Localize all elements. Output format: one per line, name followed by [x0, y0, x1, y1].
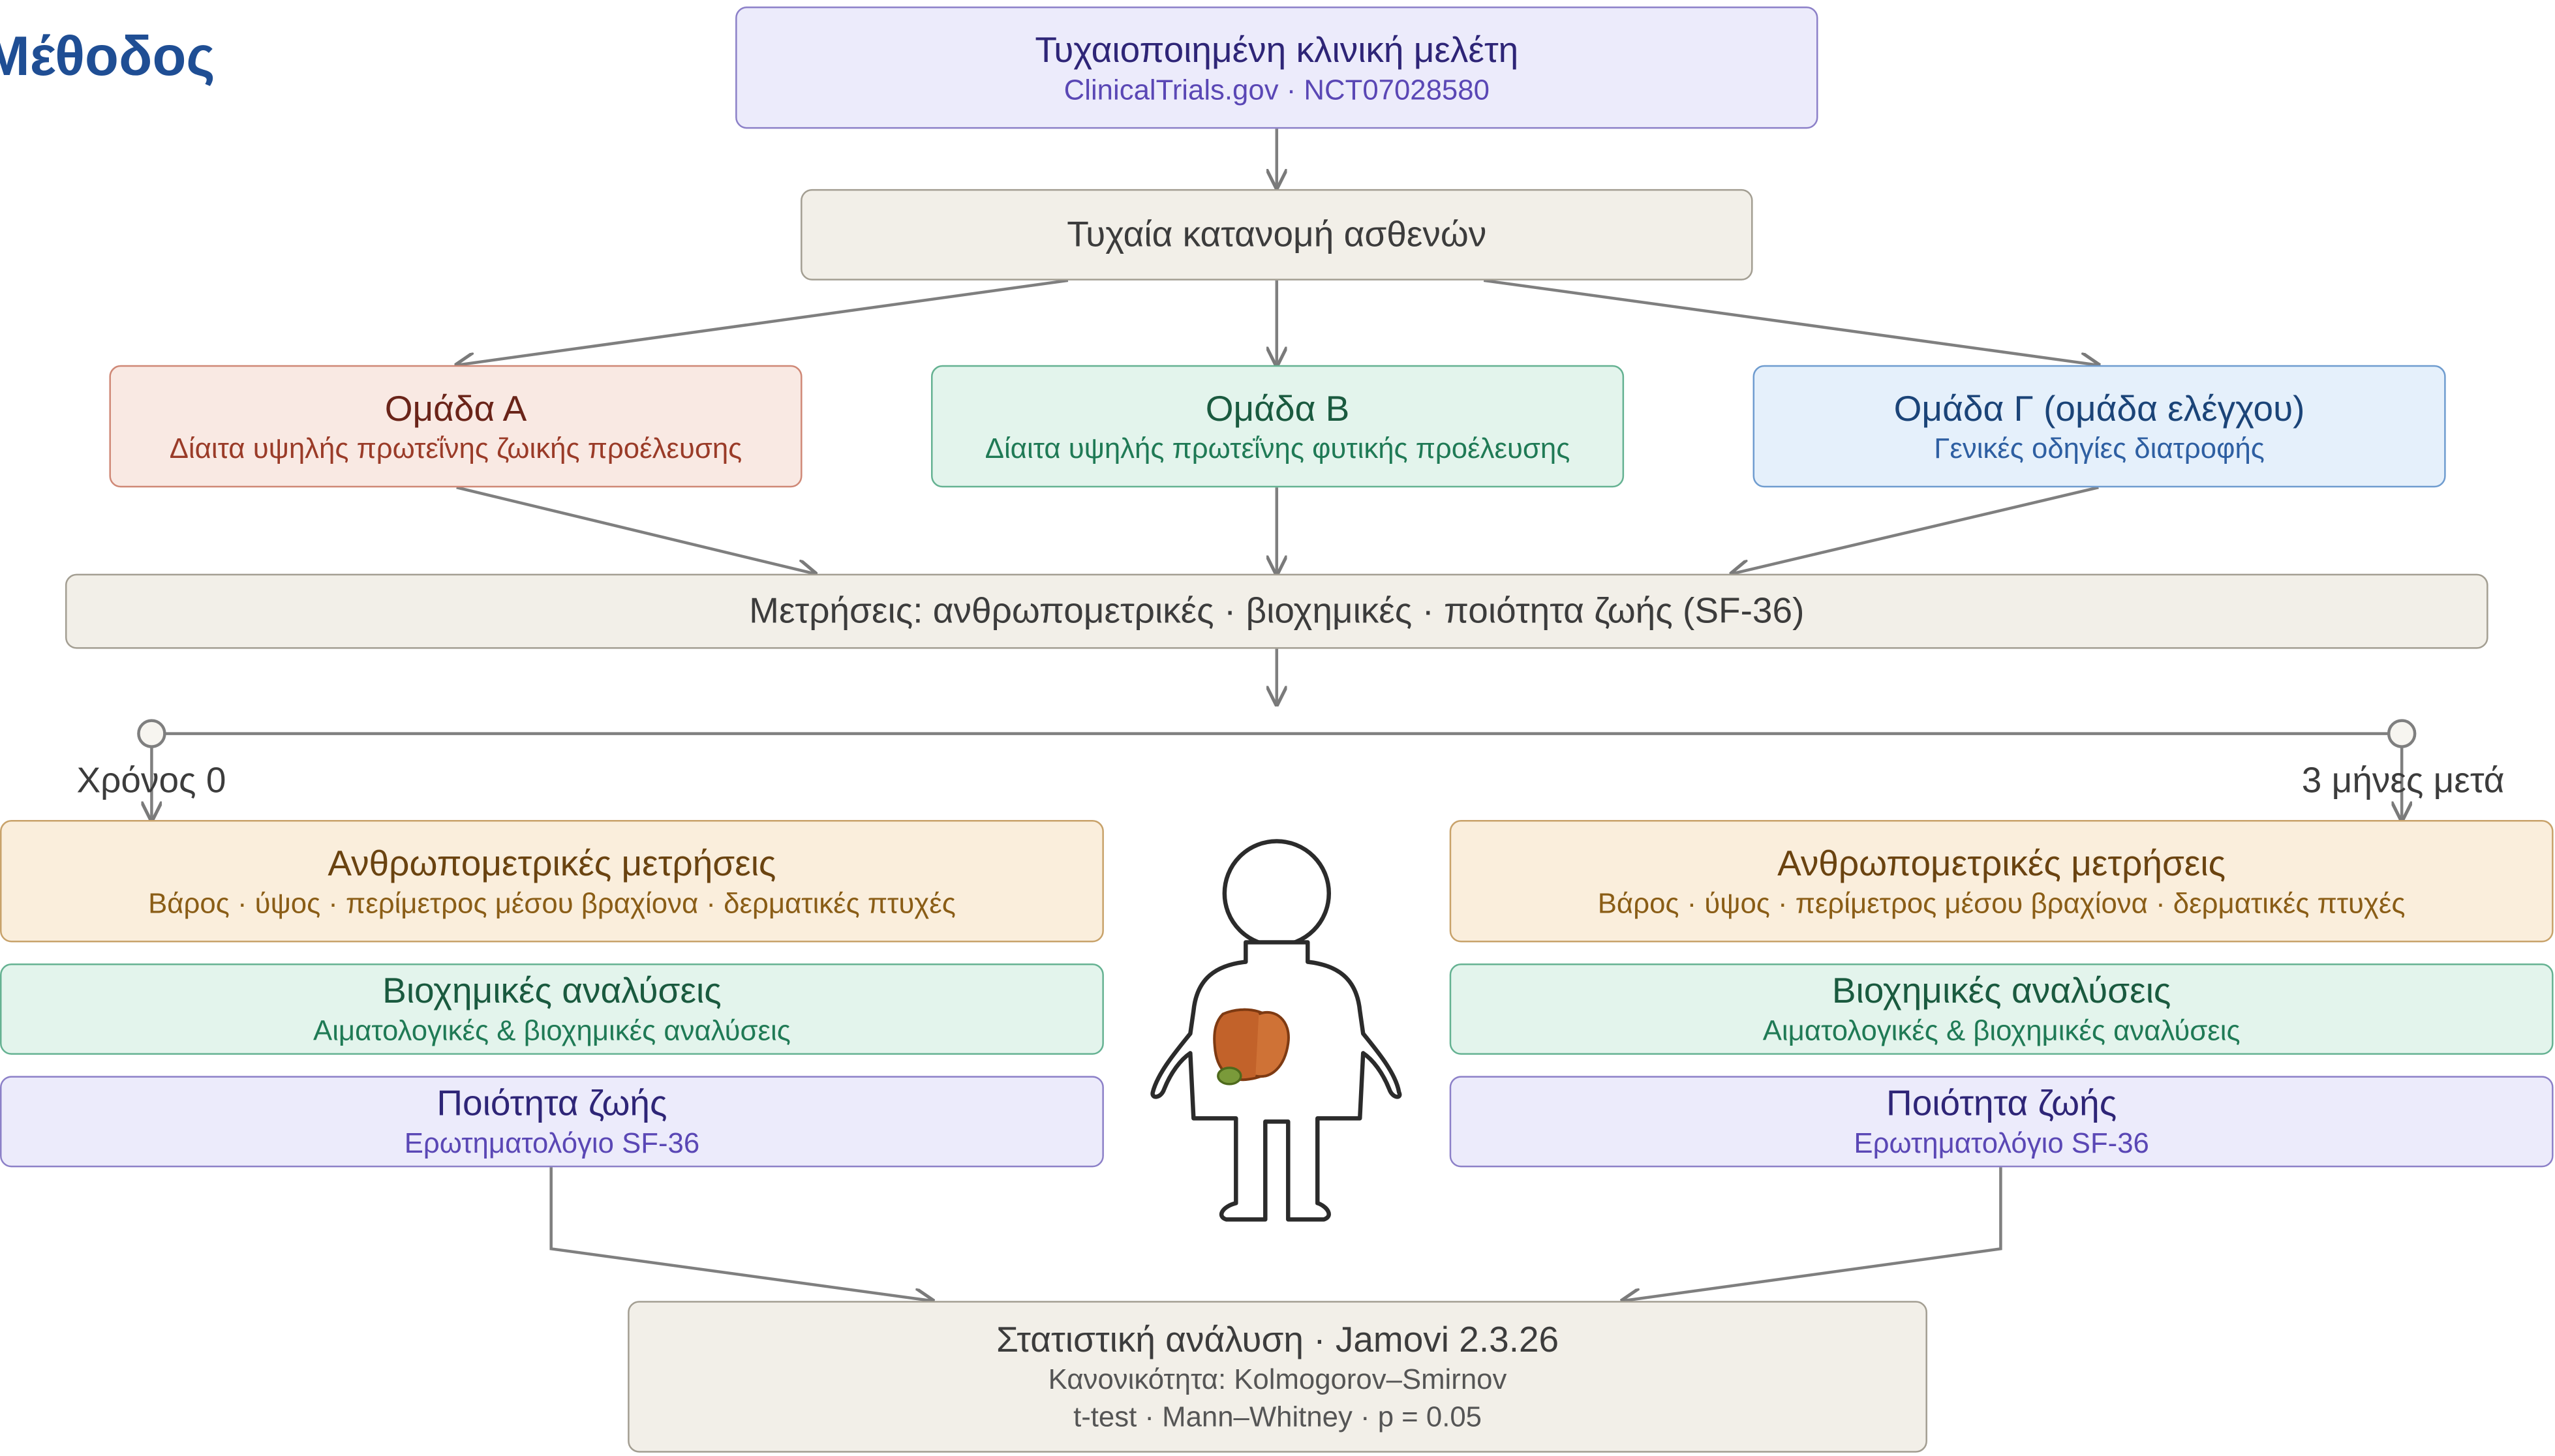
arrow-group-a-to-measurements: [456, 486, 816, 573]
followup-biochemical-details: Αιματολογικές & βιοχημικές αναλύσεις: [1762, 1014, 2241, 1047]
timeline-start-label: Χρόνος 0: [76, 759, 226, 801]
followup-biochemical-title: Βιοχημικές αναλύσεις: [1831, 969, 2171, 1011]
measurements-label: Μετρήσεις: ανθρωπομετρικές · βιοχημικές …: [749, 590, 1805, 631]
measurements-box: Μετρήσεις: ανθρωπομετρικές · βιοχημικές …: [65, 573, 2488, 649]
baseline-anthropometric-box: Ανθρωπομετρικές μετρήσεις Βάρος · ύψος ·…: [0, 820, 1104, 943]
figure-head: [1222, 839, 1332, 948]
arrow-baseline-to-statistics: [549, 1167, 933, 1301]
followup-qol-details: Ερωτηματολόγιο SF-36: [1854, 1126, 2149, 1159]
liver-icon: [1213, 1008, 1290, 1085]
followup-anthropometric-title: Ανθρωπομετρικές μετρήσεις: [1777, 842, 2226, 883]
arrow-randomization-to-group-c: [1483, 279, 2098, 365]
followup-anthropometric-details: Βάρος · ύψος · περίμετρος μέσου βραχίονα…: [1597, 886, 2406, 919]
baseline-biochemical-title: Βιοχημικές αναλύσεις: [382, 969, 722, 1011]
statistics-normality: Κανονικότητα: Kolmogorov–Smirnov: [1048, 1361, 1507, 1395]
followup-qol-title: Ποιότητα ζωής: [1886, 1082, 2117, 1123]
group-b-diet: Δίαιτα υψηλής πρωτεΐνης φυτικής προέλευσ…: [985, 431, 1570, 464]
patient-liver-illustration: [1150, 839, 1402, 1222]
group-a-diet: Δίαιτα υψηλής πρωτεΐνης ζωικής προέλευση…: [169, 431, 742, 464]
group-b-box: Ομάδα Β Δίαιτα υψηλής πρωτεΐνης φυτικής …: [930, 365, 1625, 488]
group-c-box: Ομάδα Γ (ομάδα ελέγχου) Γενικές οδηγίες …: [1752, 365, 2446, 488]
baseline-biochemical-details: Αιματολογικές & βιοχημικές αναλύσεις: [313, 1014, 791, 1047]
timeline-end-label: 3 μήνες μετά: [2301, 759, 2505, 801]
statistics-box: Στατιστική ανάλυση · Jamovi 2.3.26 Κανον…: [628, 1301, 1927, 1453]
timeline-end-marker: [2387, 719, 2417, 748]
baseline-biochemical-box: Βιοχημικές αναλύσεις Αιματολογικές & βιο…: [0, 963, 1104, 1055]
page-heading: Μέθοδος: [0, 25, 215, 88]
arrow-followup-to-statistics: [1623, 1167, 2002, 1301]
baseline-qol-details: Ερωτηματολόγιο SF-36: [404, 1126, 700, 1159]
randomization-label: Τυχαία κατανομή ασθενών: [1067, 213, 1487, 254]
figure-body: [1150, 940, 1402, 1222]
trial-registry: ClinicalTrials.gov · NCT07028580: [1063, 72, 1490, 106]
trial-box: Τυχαιοποιημένη κλινική μελέτη ClinicalTr…: [735, 6, 1818, 129]
baseline-qol-box: Ποιότητα ζωής Ερωτηματολόγιο SF-36: [0, 1076, 1104, 1168]
randomization-box: Τυχαία κατανομή ασθενών: [801, 189, 1753, 281]
followup-biochemical-box: Βιοχημικές αναλύσεις Αιματολογικές & βιο…: [1449, 963, 2554, 1055]
arrow-randomization-to-group-a: [457, 279, 1069, 365]
statistics-tests: t-test · Mann–Whitney · p = 0.05: [1073, 1399, 1482, 1433]
group-c-diet: Γενικές οδηγίες διατροφής: [1934, 431, 2265, 464]
group-a-box: Ομάδα Α Δίαιτα υψηλής πρωτεΐνης ζωικής π…: [109, 365, 803, 488]
group-c-title: Ομάδα Γ (ομάδα ελέγχου): [1893, 387, 2305, 429]
trial-title: Τυχαιοποιημένη κλινική μελέτη: [1035, 28, 1519, 70]
baseline-qol-title: Ποιότητα ζωής: [436, 1082, 667, 1123]
arrow-group-c-to-measurements: [1732, 486, 2099, 573]
timeline-start-marker: [137, 719, 166, 748]
baseline-anthropometric-details: Βάρος · ύψος · περίμετρος μέσου βραχίονα…: [148, 886, 956, 919]
group-a-title: Ομάδα Α: [384, 387, 527, 429]
group-b-title: Ομάδα Β: [1205, 387, 1350, 429]
baseline-anthropometric-title: Ανθρωπομετρικές μετρήσεις: [328, 842, 776, 883]
followup-anthropometric-box: Ανθρωπομετρικές μετρήσεις Βάρος · ύψος ·…: [1449, 820, 2554, 943]
statistics-title: Στατιστική ανάλυση · Jamovi 2.3.26: [996, 1318, 1559, 1359]
followup-qol-box: Ποιότητα ζωής Ερωτηματολόγιο SF-36: [1449, 1076, 2554, 1168]
